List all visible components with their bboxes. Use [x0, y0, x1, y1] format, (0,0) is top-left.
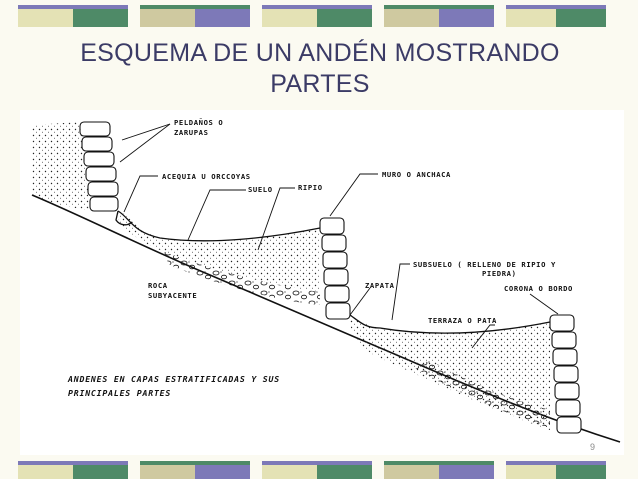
label-zapata: ZAPATA	[365, 281, 395, 290]
label-muro: MURO O ANCHACA	[382, 170, 451, 179]
stripe-segment	[140, 461, 250, 479]
upper-fill-area	[32, 122, 90, 211]
label-subsuelo-line-1: SUBSUELO ( RELLENO DE RIPIO Y	[413, 260, 556, 269]
lower-terrace-gravel	[415, 360, 550, 428]
top-decorative-stripe	[0, 5, 638, 27]
label-suelo: SUELO	[248, 185, 273, 194]
label-roca-line-1: ROCA	[148, 281, 168, 290]
label-roca-line-2: SUBYACENTE	[148, 291, 197, 300]
slide-title-line-1: ESQUEMA DE UN ANDÉN MOSTRANDO	[80, 39, 560, 67]
lower-terrace-surface	[349, 314, 551, 334]
page-number: 9	[590, 442, 596, 452]
stripe-segment	[506, 5, 606, 27]
stripe-segment	[384, 5, 494, 27]
acequia-channel	[115, 210, 133, 226]
stripe-segment	[262, 5, 372, 27]
label-corona: CORONA O BORDO	[504, 284, 573, 293]
label-peldanos-line-1: PELDAÑOS O	[174, 118, 223, 127]
upper-terrace-surface	[117, 210, 321, 242]
stripe-segment	[262, 461, 372, 479]
label-terraza: TERRAZA O PATA	[428, 316, 497, 325]
middle-stone-wall	[319, 217, 351, 320]
upper-terrace-soil	[118, 211, 320, 292]
label-subsuelo-line-2: PIEDRA)	[482, 269, 517, 278]
stripe-segment	[18, 461, 128, 479]
label-ripio: RIPIO	[298, 183, 323, 192]
label-acequia: ACEQUIA U ORCCOYAS	[162, 172, 251, 181]
stripe-segment	[18, 5, 128, 27]
terrace-diagram-svg: PELDAÑOS O ZARUPAS ACEQUIA U ORCCOYAS SU…	[31, 118, 621, 443]
stripe-segment	[384, 461, 494, 479]
upper-stone-wall	[79, 121, 119, 212]
slide-title: ESQUEMA DE UN ANDÉN MOSTRANDO PARTES	[40, 38, 600, 100]
lower-stone-wall	[549, 314, 582, 434]
terrace-diagram: PELDAÑOS O ZARUPAS ACEQUIA U ORCCOYAS SU…	[20, 110, 624, 455]
stripe-segment	[506, 461, 606, 479]
stripe-segment	[140, 5, 250, 27]
label-arrows	[119, 123, 559, 349]
diagram-caption-line-2: PRINCIPALES PARTES	[68, 388, 171, 398]
diagram-caption-line-1: ANDENES EN CAPAS ESTRATIFICADAS Y SUS	[67, 374, 280, 384]
bottom-decorative-stripe	[0, 461, 638, 479]
slide-title-line-2: PARTES	[270, 70, 370, 98]
upper-terrace-gravel	[160, 250, 320, 305]
label-peldanos-line-2: ZARUPAS	[174, 128, 209, 137]
